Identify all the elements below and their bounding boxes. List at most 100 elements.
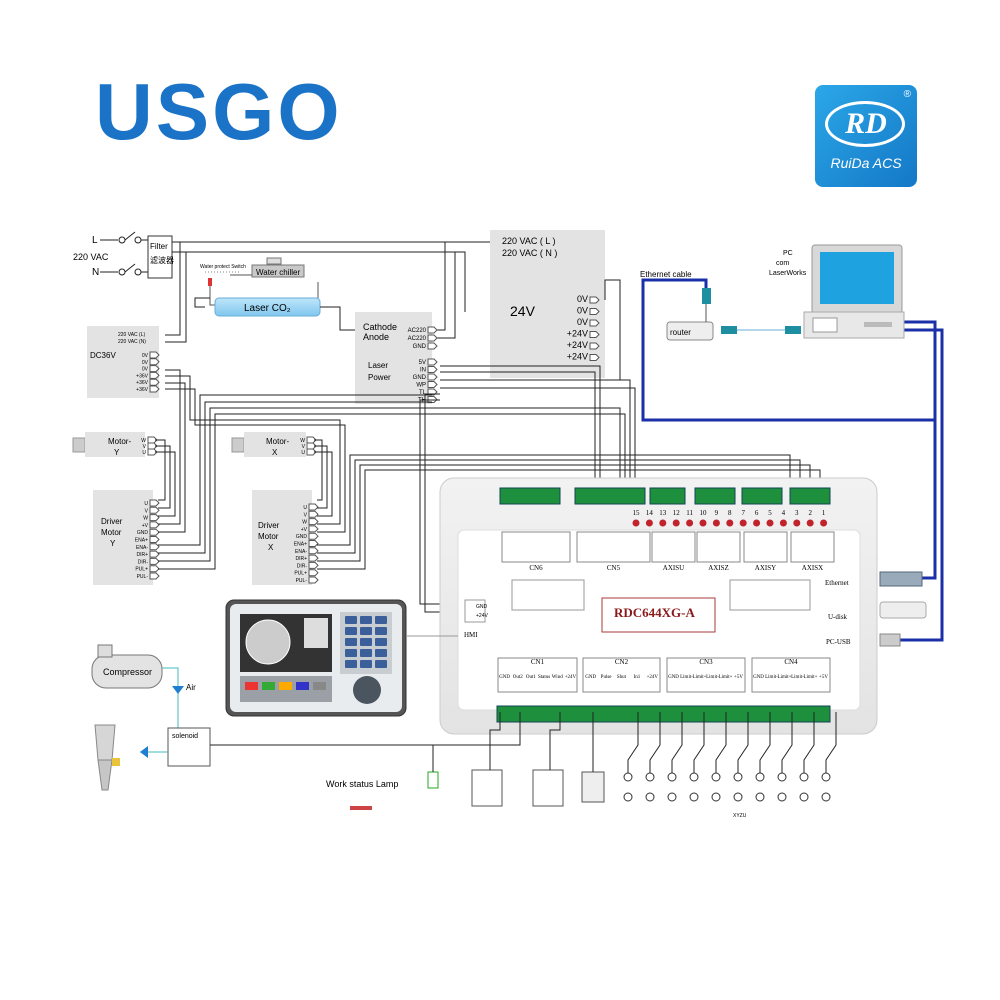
status-led-1 (820, 519, 828, 527)
driver-y-pin-4: GND (137, 530, 149, 536)
driver-y-pin-terminal-8 (149, 557, 160, 565)
limit-switch-bottom-5 (733, 792, 743, 802)
psu-output-terminal-2 (589, 319, 600, 327)
motor-x-pin-0: W (300, 438, 305, 444)
top-number-12: 12 (673, 509, 681, 517)
bottom-pin-CN2-2: Shut (617, 675, 627, 680)
top-number-10: 10 (700, 509, 708, 517)
top-port-AXISX: AXISX (802, 564, 823, 572)
filter-label-cn: 滤波器 (150, 255, 174, 265)
mains-voltage-label: 220 VAC (73, 252, 109, 262)
top-number-5: 5 (768, 509, 772, 517)
driver-x-pin-terminal-6 (308, 547, 319, 555)
status-led-14 (645, 519, 653, 527)
dc36-output-2: 0V (142, 367, 149, 373)
driver-y-pin-8: DIR- (138, 559, 149, 565)
brand-logo-text: USGO (95, 67, 343, 156)
status-led-7 (739, 519, 747, 527)
pc-label-3: LaserWorks (769, 270, 807, 277)
top-number-15: 15 (633, 509, 641, 517)
psu-output-terminal-4 (589, 342, 600, 350)
psu-dc36v: 220 VAC (L) 220 VAC (N) DC36V 0V0V0V+36V… (87, 326, 160, 398)
status-led-6 (753, 519, 761, 527)
limit-switch-top-1 (645, 772, 655, 782)
bottom-pin-CN3-5: +5V (734, 675, 743, 680)
pcusb-label: PC-USB (826, 638, 851, 646)
bottom-pin-CN4-5: +5V (819, 675, 828, 680)
bottom-port-CN3: CN3 (699, 658, 713, 666)
limit-switch-wire-9 (825, 712, 837, 773)
motor-y-pin-terminal-0 (147, 436, 158, 444)
top-number-8: 8 (728, 509, 732, 517)
hmi-function-key-4 (313, 682, 326, 690)
limit-switch-top-5 (733, 772, 743, 782)
limit-switch-wire-7 (781, 712, 793, 773)
top-number-2: 2 (808, 509, 812, 517)
top-number-4: 4 (782, 509, 786, 517)
laser-tube-label: Laser CO₂ (244, 303, 291, 314)
laser-power-ac-pin-terminal-2 (427, 342, 438, 350)
hmi-key-1-0 (345, 627, 357, 635)
limit-switch-wire-1 (649, 712, 661, 773)
udisk-label: U-disk (828, 613, 848, 621)
limit-switch-bottom-3 (689, 792, 699, 802)
hmi-key-2-1 (360, 638, 372, 646)
mains-wires (165, 241, 500, 343)
laser-power-supply: Cathode Anode Laser Power AC220AC220GND … (355, 312, 438, 404)
pc-label-1: PC (783, 250, 793, 257)
limit-switch-top-3 (689, 772, 699, 782)
driver-y-pin-terminal-5 (149, 536, 160, 543)
motor-x-pin-terminal-0 (306, 436, 317, 444)
bottom-pin-CN4-1: Limit- (765, 675, 778, 680)
top-number-14: 14 (646, 509, 654, 517)
driver-y-pin-terminal-3 (149, 521, 160, 529)
line-label: L (92, 235, 98, 246)
driver-x-pin-10: PUL- (296, 578, 308, 584)
laser-power-label-2: Power (368, 373, 391, 382)
motor-y-pin-2: U (142, 450, 146, 456)
bottom-pin-CN4-4: Limit+ (804, 675, 818, 680)
limit-switch-top-6 (755, 772, 765, 782)
psu-24v-label: 24V (510, 303, 536, 319)
motor-x-pin-1: V (302, 444, 306, 450)
driver-x: Driver Motor X UVW+VGNDENA+ENA-DIR+DIR-P… (252, 490, 319, 585)
laser-power-ctrl-pin-1: IN (420, 368, 426, 374)
cathode-label: Cathode (363, 322, 397, 332)
dc36-in-2: 220 VAC (N) (118, 339, 146, 345)
top-port-box-CN5 (576, 531, 651, 563)
ethernet-cable-label: Ethernet cable (640, 270, 692, 279)
top-port-box-AXISX (790, 531, 835, 563)
top-port-CN5: CN5 (607, 564, 621, 572)
dc36-output-terminal-4 (149, 378, 160, 386)
driver-y-pin-terminal-0 (149, 499, 160, 507)
laser-head (94, 724, 120, 791)
laser-power-ctrl-pin-2: GND (413, 375, 427, 381)
driver-x-pin-terminal-2 (308, 518, 319, 526)
psu-24v: 220 VAC ( L ) 220 VAC ( N ) 24V 0V0V0V+2… (490, 230, 605, 378)
limit-switch-top-8 (799, 772, 809, 782)
solenoid-label: solenoid (172, 733, 198, 740)
bottom-pin-CN2-0: GND (585, 675, 596, 680)
psu-output-1: 0V (577, 306, 588, 316)
driver-x-pin-5: ENA+ (294, 542, 307, 548)
hmi-key-3-0 (345, 649, 357, 657)
driver-x-pin-9: PUL+ (294, 571, 307, 577)
limit-switch-wire-2 (671, 712, 683, 773)
bottom-pin-CN3-2: Limit+ (693, 675, 707, 680)
top-terminal-block-5 (789, 487, 831, 505)
driver-x-pin-terminal-7 (308, 554, 319, 562)
ethernet-label: Ethernet (825, 579, 849, 587)
driver-y-pin-2: W (143, 516, 148, 522)
status-led-10 (699, 519, 707, 527)
top-number-3: 3 (795, 509, 799, 517)
lamp-label: Work status Lamp (326, 779, 398, 789)
neutral-label: N (92, 267, 99, 278)
top-port-box-AXISU (651, 531, 696, 563)
top-port-box-AXISY (743, 531, 788, 563)
psu-input-n: 220 VAC ( N ) (502, 248, 557, 258)
status-led-11 (686, 519, 694, 527)
hmi-key-0-2 (375, 616, 387, 624)
top-number-9: 9 (715, 509, 719, 517)
filter-label: Filter (150, 242, 168, 251)
motor-y: Motor- Y WVU (72, 432, 158, 457)
